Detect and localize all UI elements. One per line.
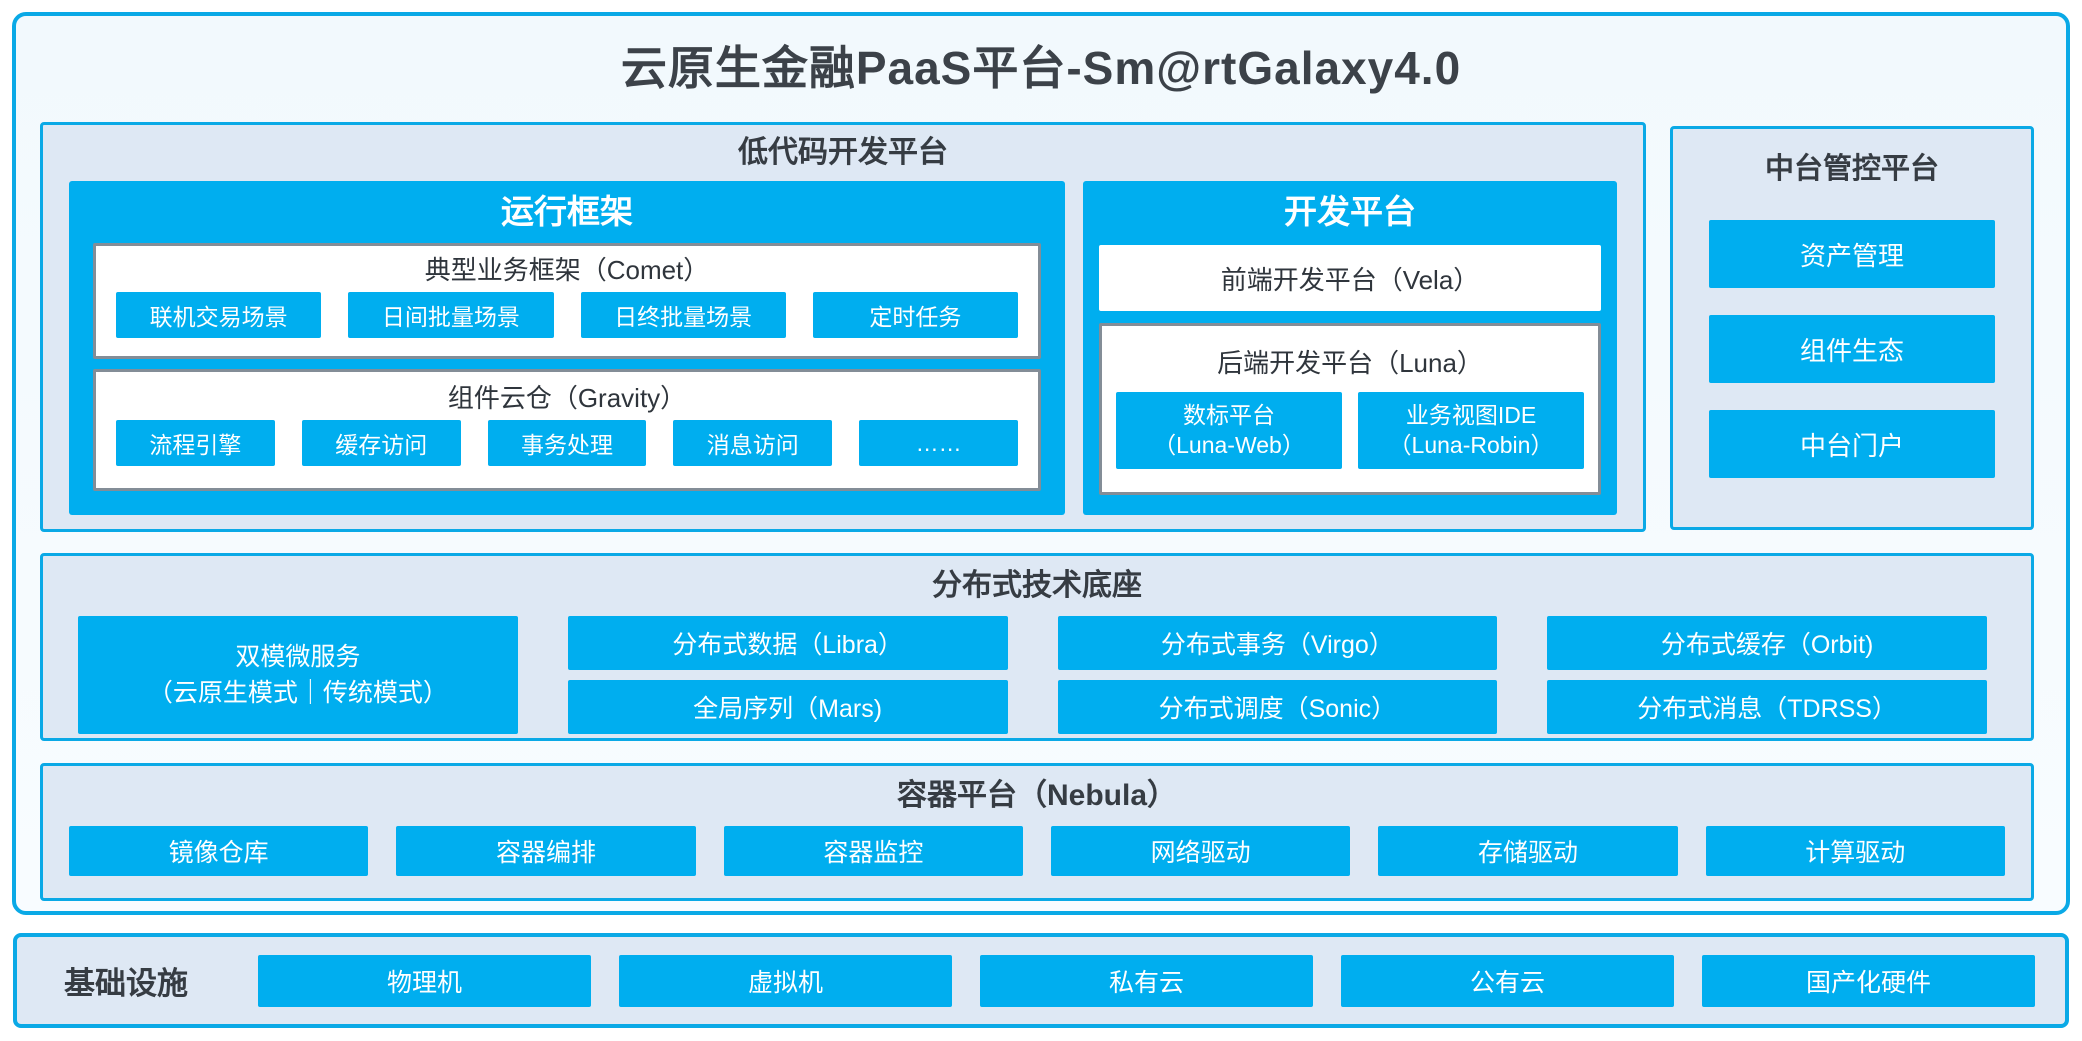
luna-title: 后端开发平台（Luna） [1217,348,1483,378]
infra-item-domestic-hardware: 国产化硬件 [1702,954,2035,1007]
luna-web-line2: （Luna-Web） [1153,431,1305,458]
global-sequence-mars: 全局序列（Mars) [567,680,1008,734]
comet-framework-box: 典型业务框架（Comet） 联机交易场景 日间批量场景 日终批量场景 定时任务 [93,243,1041,359]
vela-frontend-box: 前端开发平台（Vela） [1099,245,1601,311]
luna-backend-box: 后端开发平台（Luna） 数标平台 （Luna-Web） 业务视图IDE （Lu… [1099,323,1601,495]
panel-runtime-framework: 运行框架 典型业务框架（Comet） 联机交易场景 日间批量场景 日终批量场景 … [69,181,1065,515]
distributed-grid: 双模微服务 （云原生模式｜传统模式） 分布式数据（Libra） 全局序列（Mar… [43,608,2031,734]
runtime-framework-title: 运行框架 [501,193,633,230]
gravity-title: 组件云仓（Gravity） [447,383,687,413]
page-title: 云原生金融PaaS平台-Sm@rtGalaxy4.0 [620,42,1462,94]
section-low-code-platform: 低代码开发平台 运行框架 典型业务框架（Comet） 联机交易场景 日间批量场景… [40,122,1646,532]
gravity-item: 事务处理 [487,420,647,466]
gravity-items: 流程引擎 缓存访问 事务处理 消息访问 …… [96,420,1038,466]
vela-label: 前端开发平台（Vela） [1220,264,1480,295]
section-container-platform: 容器平台（Nebula） 镜像仓库 容器编排 容器监控 网络驱动 存储驱动 计算… [40,763,2034,901]
section-distributed-base: 分布式技术底座 双模微服务 （云原生模式｜传统模式） 分布式数据（Libra） … [40,553,2034,741]
comet-title: 典型业务框架（Comet） [424,255,710,285]
container-platform-title: 容器平台（Nebula） [896,779,1178,812]
midend-items: 资产管理 组件生态 中台门户 [1673,193,2031,527]
luna-robin-line1: 业务视图IDE [1405,401,1537,428]
distributed-cache-orbit: 分布式缓存（Orbit) [1547,616,1987,670]
nebula-item-image-registry: 镜像仓库 [69,826,369,876]
dev-platform-title: 开发平台 [1284,193,1416,230]
infra-item-virtual-machine: 虚拟机 [619,954,952,1007]
infrastructure-items: 物理机 虚拟机 私有云 公有云 国产化硬件 [258,954,2035,1007]
midend-title: 中台管控平台 [1764,153,1939,185]
distributed-col-2: 分布式事务（Virgo） 分布式调度（Sonic） [1057,616,1498,734]
gravity-item: …… [859,420,1018,466]
container-platform-items: 镜像仓库 容器编排 容器监控 网络驱动 存储驱动 计算驱动 [43,818,2031,876]
section-infrastructure: 基础设施 物理机 虚拟机 私有云 公有云 国产化硬件 [13,933,2069,1028]
infra-item-public-cloud: 公有云 [1341,954,1674,1007]
midend-item-midend-portal: 中台门户 [1709,410,1995,478]
distributed-data-libra: 分布式数据（Libra） [567,616,1008,670]
distributed-col-dual-mode: 双模微服务 （云原生模式｜传统模式） [78,616,518,734]
luna-items: 数标平台 （Luna-Web） 业务视图IDE （Luna-Robin） [1102,392,1598,469]
platform-frame: 云原生金融PaaS平台-Sm@rtGalaxy4.0 低代码开发平台 运行框架 … [12,12,2070,915]
luna-robin-item: 业务视图IDE （Luna-Robin） [1358,392,1584,469]
nebula-item-network-driver: 网络驱动 [1050,826,1351,876]
gravity-item: 缓存访问 [301,420,461,466]
comet-item: 联机交易场景 [116,292,322,338]
distributed-scheduler-sonic: 分布式调度（Sonic） [1057,680,1498,734]
infra-item-physical-machine: 物理机 [258,954,591,1007]
gravity-warehouse-box: 组件云仓（Gravity） 流程引擎 缓存访问 事务处理 消息访问 …… [93,369,1041,491]
panel-dev-platform: 开发平台 前端开发平台（Vela） 后端开发平台（Luna） 数标平台 （Lun… [1083,181,1617,515]
comet-item: 日间批量场景 [348,292,554,338]
distributed-col-3: 分布式缓存（Orbit) 分布式消息（TDRSS） [1547,616,1987,734]
dual-mode-microservice-box: 双模微服务 （云原生模式｜传统模式） [78,616,518,734]
nebula-item-storage-driver: 存储驱动 [1378,826,1678,876]
comet-items: 联机交易场景 日间批量场景 日终批量场景 定时任务 [96,292,1038,338]
luna-web-item: 数标平台 （Luna-Web） [1116,392,1342,469]
infra-item-private-cloud: 私有云 [980,954,1313,1007]
distributed-col-1: 分布式数据（Libra） 全局序列（Mars) [567,616,1008,734]
dual-mode-line1: 双模微服务 [235,642,361,671]
nebula-item-monitoring: 容器监控 [723,826,1023,876]
low-code-body: 运行框架 典型业务框架（Comet） 联机交易场景 日间批量场景 日终批量场景 … [43,181,1643,515]
nebula-item-orchestration: 容器编排 [396,826,696,876]
distributed-message-tdrss: 分布式消息（TDRSS） [1547,680,1987,734]
comet-item: 定时任务 [812,292,1018,338]
low-code-platform-title: 低代码开发平台 [738,136,948,169]
comet-item: 日终批量场景 [580,292,786,338]
midend-item-asset-management: 资产管理 [1709,220,1995,288]
dual-mode-line2: （云原生模式｜传统模式） [147,679,448,707]
gravity-item: 消息访问 [673,420,833,466]
distributed-title: 分布式技术底座 [932,569,1142,602]
luna-web-line1: 数标平台 [1183,401,1275,428]
gravity-item: 流程引擎 [116,420,275,466]
section-midend-control: 中台管控平台 资产管理 组件生态 中台门户 [1670,126,2034,530]
distributed-transaction-virgo: 分布式事务（Virgo） [1057,616,1498,670]
midend-item-component-ecosystem: 组件生态 [1709,315,1995,383]
nebula-item-compute-driver: 计算驱动 [1705,826,2005,876]
luna-robin-line2: （Luna-Robin） [1388,431,1554,458]
infrastructure-label: 基础设施 [64,966,188,1001]
